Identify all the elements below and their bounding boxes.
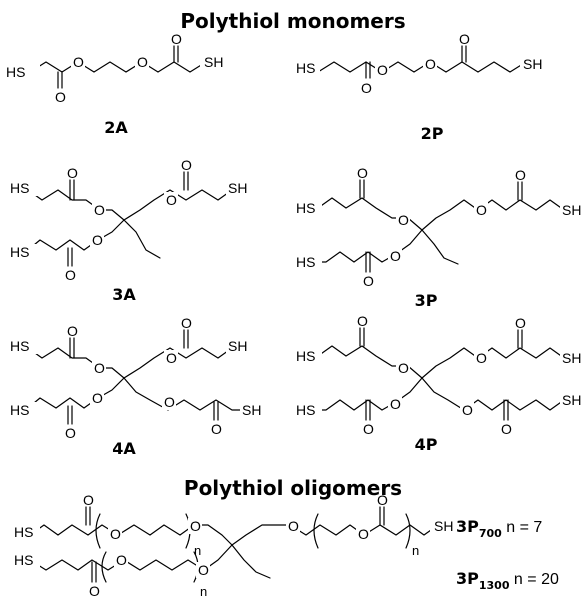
compound-label-4A: 4A bbox=[112, 439, 136, 458]
atom-o: O bbox=[73, 54, 84, 70]
atom-sh: SH bbox=[562, 202, 581, 218]
repeat-n: n bbox=[200, 584, 207, 599]
oligomer-subscript: 1300 bbox=[479, 579, 510, 592]
repeat-n: n bbox=[412, 543, 419, 558]
atom-o: O bbox=[459, 31, 470, 47]
atom-o: O bbox=[357, 313, 368, 329]
atom-hs: HS bbox=[10, 180, 29, 196]
atom-o: O bbox=[94, 360, 105, 376]
atom-o: O bbox=[137, 54, 148, 70]
oligomer-repeat-count: n = 7 bbox=[502, 519, 543, 536]
atom-o: O bbox=[398, 212, 409, 228]
atom-o: O bbox=[171, 31, 182, 47]
atom-o: O bbox=[65, 425, 76, 441]
atom-hs: HS bbox=[14, 552, 33, 568]
atom-sh: SH bbox=[228, 180, 247, 196]
structure-3A: HS O O SH HS O O O O bbox=[10, 157, 252, 283]
structure-2A: HS O O SH O O bbox=[6, 31, 224, 105]
atom-sh: SH bbox=[523, 56, 542, 72]
atom-o: O bbox=[190, 518, 201, 534]
atom-o: O bbox=[166, 350, 177, 366]
atom-sh: SH bbox=[204, 54, 223, 70]
atom-o: O bbox=[288, 518, 299, 534]
atom-o: O bbox=[94, 202, 105, 218]
atom-o: O bbox=[361, 80, 372, 96]
structure-2P: HS O O SH O O bbox=[296, 31, 544, 96]
oligomer-repeat-count: n = 20 bbox=[509, 571, 558, 588]
atom-o: O bbox=[515, 167, 526, 183]
atom-o: O bbox=[67, 165, 78, 181]
atom-o: O bbox=[515, 315, 526, 331]
atom-sh: SH bbox=[434, 518, 453, 534]
atom-o: O bbox=[198, 562, 209, 578]
repeat-n: n bbox=[194, 543, 201, 558]
structure-3P-oligomer: HS O O O O SH HS O O O O O n n n bbox=[14, 492, 456, 599]
atom-o: O bbox=[89, 583, 100, 599]
atom-o: O bbox=[476, 350, 487, 366]
structure-4A: HS O O SH HS O O SH O O O O bbox=[10, 315, 266, 441]
atom-o: O bbox=[501, 421, 512, 437]
atom-o: O bbox=[377, 492, 388, 508]
atom-hs: HS bbox=[296, 200, 315, 216]
oligomer-base: 3P bbox=[456, 517, 479, 536]
atom-o: O bbox=[55, 89, 66, 105]
atom-hs: HS bbox=[10, 338, 29, 354]
atom-o: O bbox=[377, 62, 388, 78]
atom-o: O bbox=[181, 315, 192, 331]
atom-o: O bbox=[116, 552, 127, 568]
atom-o: O bbox=[67, 323, 78, 339]
atom-o: O bbox=[357, 165, 368, 181]
compound-label-3A: 3A bbox=[112, 285, 136, 304]
atom-sh: SH bbox=[242, 402, 261, 418]
atom-hs: HS bbox=[10, 244, 29, 260]
atom-sh: SH bbox=[228, 338, 247, 354]
compound-label-2P: 2P bbox=[421, 124, 444, 143]
compound-label-4P: 4P bbox=[415, 435, 438, 454]
atom-hs: HS bbox=[296, 348, 315, 364]
atom-o: O bbox=[462, 402, 473, 418]
atom-o: O bbox=[425, 56, 436, 72]
compound-label-2A: 2A bbox=[104, 118, 128, 137]
atom-o: O bbox=[92, 390, 103, 406]
heading-polythiol-monomers: Polythiol monomers bbox=[180, 9, 405, 33]
atom-o: O bbox=[65, 267, 76, 283]
oligomer-label-3P700: 3P700 n = 7 bbox=[456, 517, 542, 540]
heading-polythiol-oligomers: Polythiol oligomers bbox=[184, 476, 402, 500]
atom-o: O bbox=[390, 396, 401, 412]
atom-sh: SH bbox=[562, 392, 581, 408]
atom-sh: SH bbox=[562, 350, 581, 366]
atom-o: O bbox=[181, 157, 192, 173]
oligomer-base: 3P bbox=[456, 569, 479, 588]
atom-o: O bbox=[211, 421, 222, 437]
atom-hs: HS bbox=[296, 60, 315, 76]
atom-hs: HS bbox=[6, 64, 25, 80]
atom-hs: HS bbox=[10, 402, 29, 418]
atom-o: O bbox=[363, 273, 374, 289]
atom-o: O bbox=[476, 202, 487, 218]
atom-o: O bbox=[83, 492, 94, 508]
oligomer-subscript: 700 bbox=[479, 527, 502, 540]
atom-o: O bbox=[92, 232, 103, 248]
structure-3P: HS O O SH HS O O O O bbox=[296, 165, 586, 289]
compound-label-3P: 3P bbox=[415, 291, 438, 310]
atom-o: O bbox=[166, 192, 177, 208]
structure-4P: HS O O SH HS O O SH O O O O bbox=[296, 313, 586, 437]
atom-o: O bbox=[164, 394, 175, 410]
atom-hs: HS bbox=[296, 402, 315, 418]
atom-hs: HS bbox=[296, 254, 315, 270]
atom-o: O bbox=[363, 421, 374, 437]
atom-o: O bbox=[390, 248, 401, 264]
atom-hs: HS bbox=[14, 524, 33, 540]
atom-o: O bbox=[358, 526, 369, 542]
oligomer-label-3P1300: 3P1300 n = 20 bbox=[456, 569, 559, 592]
atom-o: O bbox=[398, 360, 409, 376]
atom-o: O bbox=[110, 526, 121, 542]
